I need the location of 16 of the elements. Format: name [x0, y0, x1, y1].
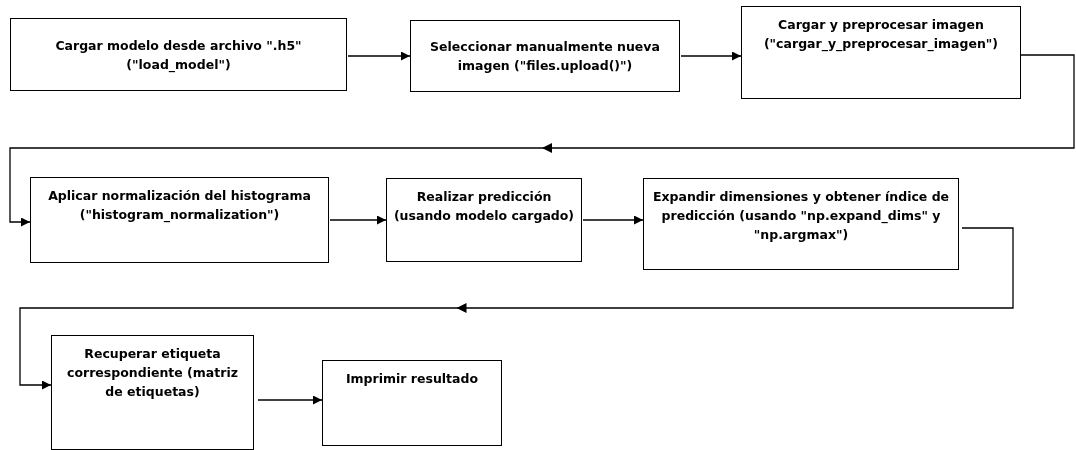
step-text: Seleccionar manualmente nueva imagen ("files.upload()")	[429, 38, 661, 75]
step-text: Cargar y preprocesar imagen ("cargar_y_preprocesar_imagen")	[762, 16, 1000, 53]
step-text: Aplicar normalización del histograma ("histogram_normalization")	[47, 187, 312, 224]
step-text: Imprimir resultado	[345, 370, 479, 388]
process-box	[10, 18, 347, 91]
process-box	[51, 335, 254, 450]
process-box	[386, 178, 582, 262]
step-text: Expandir dimensiones y obtener índice de predicción (usando "np.expand_dims" y "np.argmax")	[651, 188, 951, 244]
step-text: Cargar modelo desde archivo ".h5" ("load_model")	[54, 36, 303, 74]
process-box	[410, 20, 680, 92]
process-box	[30, 177, 329, 263]
step-text: Realizar predicción (usando modelo cargado)	[393, 188, 575, 225]
process-box	[322, 360, 502, 446]
process-box	[741, 6, 1021, 99]
step-text: Recuperar etiqueta correspondiente (matriz de etiquetas)	[66, 345, 239, 401]
process-box	[643, 178, 959, 270]
